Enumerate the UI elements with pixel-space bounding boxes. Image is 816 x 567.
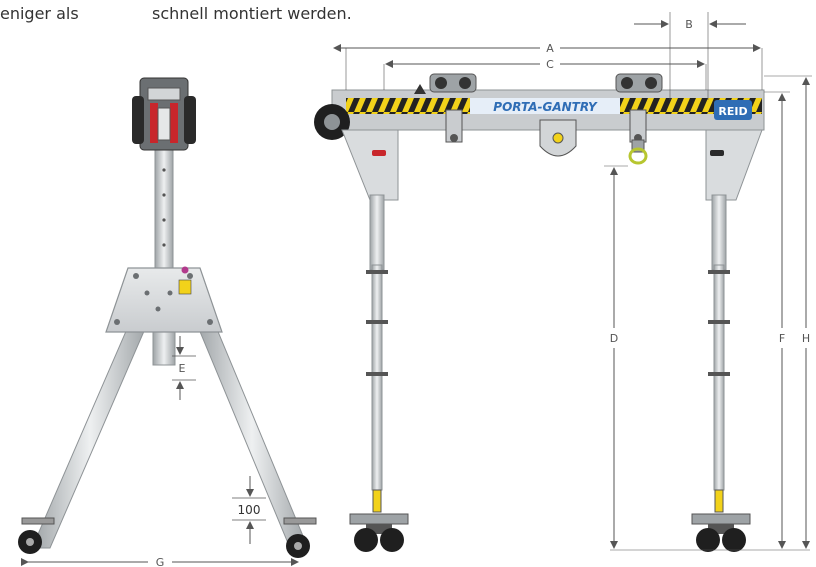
- side-warning-label: [178, 279, 192, 295]
- front-beam-logo: REID: [718, 105, 747, 118]
- dim-label-c: C: [546, 58, 554, 71]
- side-leg-left: [31, 321, 149, 549]
- dim-label-h: H: [802, 332, 810, 345]
- dim-label-b: B: [685, 18, 693, 31]
- side-base-plate: [105, 267, 223, 333]
- dim-label-g: G: [156, 556, 165, 567]
- side-mast-upper: [154, 144, 174, 276]
- front-gusset-left: [341, 129, 399, 201]
- dim-label-100: 100: [238, 503, 261, 517]
- dim-label-a: A: [546, 42, 554, 55]
- front-column-left-upper: [369, 194, 385, 271]
- side-caster-left: [18, 517, 55, 554]
- text-fragment-left: eniger als: [0, 4, 79, 23]
- front-column-right-yellow-pin: [714, 489, 724, 513]
- dim-label-d: D: [610, 332, 618, 345]
- front-caster-right: [691, 513, 751, 552]
- front-trolley-right: [615, 73, 663, 143]
- front-column-right-lower: [713, 264, 725, 491]
- text-fragment-right: schnell montiert werden.: [152, 4, 352, 23]
- front-column-left-lower: [371, 264, 383, 491]
- front-beam-logo-badge: [714, 100, 752, 120]
- side-trolley-wheel-right: [184, 96, 196, 144]
- side-view: E 100 G: [18, 77, 317, 567]
- front-trolley-left: [429, 73, 477, 143]
- front-lifting-shackle: [628, 147, 648, 165]
- front-caster-left: [349, 513, 409, 552]
- side-trolley-red-plate: [150, 103, 158, 143]
- dim-label-e: E: [179, 362, 186, 375]
- front-gusset-right: [705, 129, 763, 201]
- front-column-left-yellow-pin: [372, 489, 382, 513]
- side-trolley-wheel-left: [132, 96, 144, 144]
- front-column-right-upper: [711, 194, 727, 271]
- front-view: PORTA-GANTRY REID: [314, 12, 812, 552]
- dim-label-f: F: [779, 332, 785, 345]
- front-beam-brand: PORTA-GANTRY: [493, 100, 598, 114]
- side-caster-right: [283, 517, 317, 558]
